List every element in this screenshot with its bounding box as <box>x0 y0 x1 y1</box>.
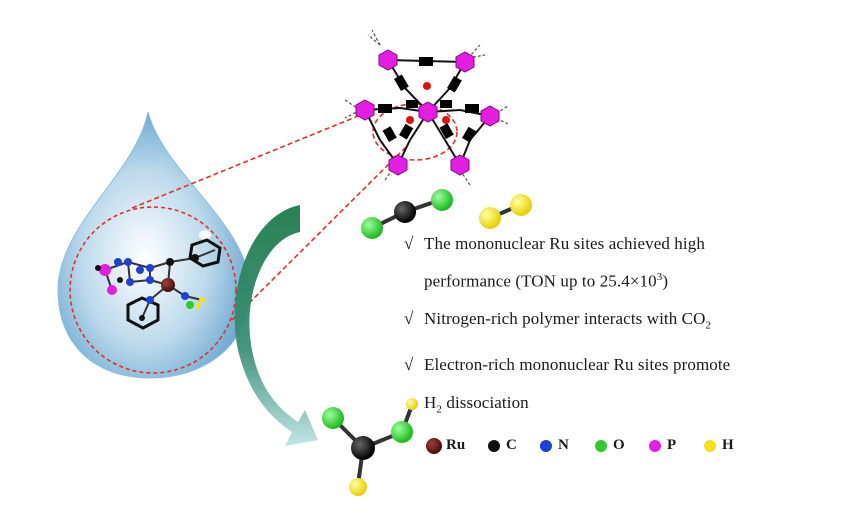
bullet-h2-line: H2 dissociation <box>424 393 529 415</box>
legend-label-c: C <box>506 437 517 453</box>
bullet-ton-line: performance (TON up to 25.4×103) <box>424 271 668 292</box>
bullet-h2-dissociation: √ Electron-rich mononuclear Ru sites prom… <box>404 355 730 375</box>
water-droplet <box>57 111 251 379</box>
bullet-tail: dissociation <box>442 393 529 412</box>
bullet-text: Nitrogen-rich polymer interacts with CO <box>424 309 706 328</box>
ru-complex-molecule <box>95 238 222 330</box>
formic-acid-molecule <box>322 398 418 496</box>
zoom-lines <box>131 103 458 321</box>
bullet-tail: ) <box>662 271 669 291</box>
legend-o-swatch <box>595 440 607 452</box>
bullet-co2-interaction: √ Nitrogen-rich polymer interacts with CO… <box>404 309 711 331</box>
legend-c-swatch <box>488 440 500 452</box>
bullet-text: Electron-rich mononuclear Ru sites promo… <box>424 355 731 374</box>
subscript: 2 <box>705 319 712 332</box>
check-mark-icon: √ <box>404 309 414 328</box>
bullet-ru-performance: √ The mononuclear Ru sites achieved high <box>404 234 705 254</box>
subscript: 2 <box>436 403 442 416</box>
bullet-text: H <box>424 393 437 412</box>
h2-molecule <box>479 194 532 229</box>
legend-label-o: O <box>613 437 625 453</box>
legend-label-h: H <box>722 437 734 453</box>
legend-n-swatch <box>540 440 552 452</box>
check-mark-icon: √ <box>404 234 414 253</box>
reaction-arrow <box>234 205 318 446</box>
bullet-text: performance (TON up to 25.4×10 <box>424 271 657 291</box>
element-legend <box>426 438 716 454</box>
legend-ru-swatch <box>426 438 442 454</box>
superscript: 3 <box>656 271 663 283</box>
legend-h-swatch <box>704 440 716 452</box>
polymer-framework <box>344 29 509 186</box>
zoom-circle <box>69 206 237 374</box>
legend-label-ru: Ru <box>446 437 466 453</box>
bullet-text: The mononuclear Ru sites achieved high <box>424 234 705 253</box>
legend-p-swatch <box>649 440 661 452</box>
co2-molecule <box>361 189 453 239</box>
check-mark-icon: √ <box>404 355 414 374</box>
legend-label-n: N <box>558 437 569 453</box>
legend-label-p: P <box>667 437 677 453</box>
